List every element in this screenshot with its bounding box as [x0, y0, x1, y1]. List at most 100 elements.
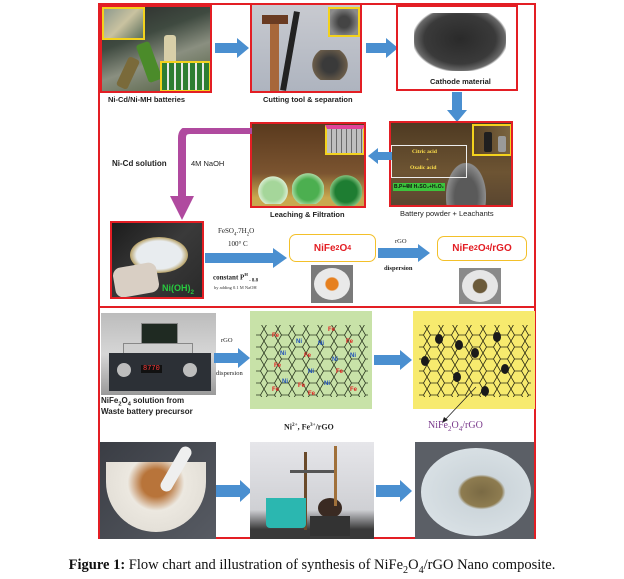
rgo-label-1: rGO: [395, 238, 407, 245]
fe-ion: Fe: [328, 327, 336, 333]
stand-arm: [290, 470, 334, 473]
sample-dish: [462, 270, 498, 302]
flask-2: [292, 168, 324, 204]
ni-ion: Ni: [324, 381, 330, 387]
caption-solution-line1: NiFe2O4 solution from: [101, 396, 185, 408]
flask-3: [330, 170, 362, 206]
arrow-right-7: [216, 480, 252, 502]
flask-1: [258, 172, 288, 204]
nioh2-photo: Ni(OH)2: [110, 221, 204, 299]
ni-ion: Ni: [318, 341, 324, 347]
final-product-photo: [415, 442, 534, 539]
arrow-magenta: [170, 128, 252, 220]
figure-caption: Figure 1: Flow chart and illustration of…: [68, 557, 556, 576]
debris: [310, 50, 350, 80]
ni-ion: Ni: [280, 351, 286, 357]
fe-ion: Fe: [274, 363, 282, 369]
final-dish: [421, 448, 531, 536]
caption-cathode: Cathode material: [430, 77, 491, 86]
reagent-label: FeSO4.7H2O: [218, 227, 255, 238]
bottle: [484, 132, 492, 152]
ni-ion: Ni: [350, 353, 356, 359]
oxalic-acid-label: Oxalic acid: [410, 165, 437, 171]
hotplate-display: 8770: [141, 365, 162, 373]
hotplate-photo: 8770: [101, 313, 216, 395]
knob-right: [183, 363, 197, 377]
stand-rod: [304, 452, 307, 530]
arrow-down-1: [447, 92, 467, 122]
fe-ion: Fe: [304, 353, 312, 359]
flask-reflux: [318, 498, 342, 518]
glove: [112, 261, 161, 297]
citric-acid-label: Citric acid: [412, 149, 437, 155]
nife2o4-rgo-sample-photo: [459, 268, 501, 304]
caption-cutting: Cutting tool & separation: [263, 95, 353, 104]
arrow-right-6: [374, 350, 412, 370]
hammer-handle: [270, 15, 279, 91]
cathode-photo: Cathode material: [396, 5, 518, 91]
bp-mix-label: B.P+4M H₂SO₄+H₂O₂: [393, 183, 445, 191]
caption-leaching: Leaching & Filtration: [270, 210, 345, 219]
graphene-lattice: [256, 325, 368, 397]
arrow-left-1: [368, 148, 392, 164]
caption-solution-line2: Waste battery precursor: [101, 407, 193, 416]
sample-dish: [314, 268, 350, 300]
fe-ion: Fe: [298, 383, 306, 389]
small-flask: [498, 136, 506, 152]
battery-shape: [115, 55, 141, 91]
rgo-label-2: rGO: [221, 337, 233, 344]
arrow-right-2: [366, 38, 398, 58]
arrow-right-4: [378, 244, 430, 262]
pointer-line: [442, 386, 477, 423]
battery-inset-bottom: [160, 61, 210, 91]
water-bucket: [266, 498, 306, 528]
mortar: [106, 462, 206, 532]
ni-ion: Ni: [308, 369, 314, 375]
tube: [334, 446, 337, 506]
hammer-head: [262, 15, 288, 24]
section-divider: [98, 306, 536, 308]
stirrer: [310, 516, 350, 536]
arrow-right-5: [214, 348, 250, 368]
fe-ion: Fe: [272, 387, 280, 393]
graphene-ions-panel: Fe Ni Fe Ni Fe Ni Fe Ni Fe Ni Fe Ni Ni F…: [250, 311, 372, 409]
fe-ion: Fe: [350, 387, 358, 393]
nife2o4-sample-photo: [311, 265, 353, 303]
composite-label: NiFe2O4/rGO: [428, 420, 483, 433]
mortar-pestle-photo: [100, 442, 216, 539]
ph-note: by adding 0.1 M NaOH: [214, 285, 257, 290]
cutting-inset: [328, 7, 360, 37]
fe-ion: Fe: [336, 369, 344, 375]
label-naoh: 4M NaOH: [191, 159, 225, 168]
arrow-right-3: [205, 248, 287, 268]
leaching-photo: [250, 122, 366, 208]
ni-ion: Ni: [282, 379, 288, 385]
caption-batteries: Ni-Cd/Ni-MH batteries: [108, 95, 186, 104]
batteries-photo: [100, 5, 212, 93]
arrow-right-8: [376, 480, 412, 502]
plus-label: +: [426, 157, 430, 163]
cathode-powder: [414, 13, 506, 71]
battery-inset-top: [102, 7, 145, 40]
nioh2-label: Ni(OH)2: [162, 283, 195, 296]
dispersion-label-2: dispersion: [216, 370, 243, 377]
leachants-photo: Citric acid + Oxalic acid B.P+4M H₂SO₄+H…: [389, 121, 513, 207]
graphene-lattice: [419, 325, 531, 397]
fe-ion: Fe: [346, 339, 354, 345]
reflux-setup-photo: [250, 442, 374, 539]
ni-ion: Ni: [296, 339, 302, 345]
label-overlay: Citric acid + Oxalic acid: [391, 145, 467, 178]
leachants-inset: [472, 124, 511, 156]
fe-ion: Fe: [308, 391, 316, 397]
cutting-tool-photo: [250, 3, 362, 93]
ions-label: Ni2+, Fe3+/rGO: [284, 422, 334, 432]
leaching-inset: [325, 125, 364, 155]
label-nicd-solution: Ni-Cd solution: [112, 159, 167, 168]
caption-leachants: Battery powder + Leachants: [400, 209, 494, 218]
composite-panel: [413, 311, 535, 409]
arrow-right-1: [215, 38, 249, 58]
temperature-label: 100° C: [228, 240, 248, 248]
ni-ion: Ni: [332, 357, 338, 363]
